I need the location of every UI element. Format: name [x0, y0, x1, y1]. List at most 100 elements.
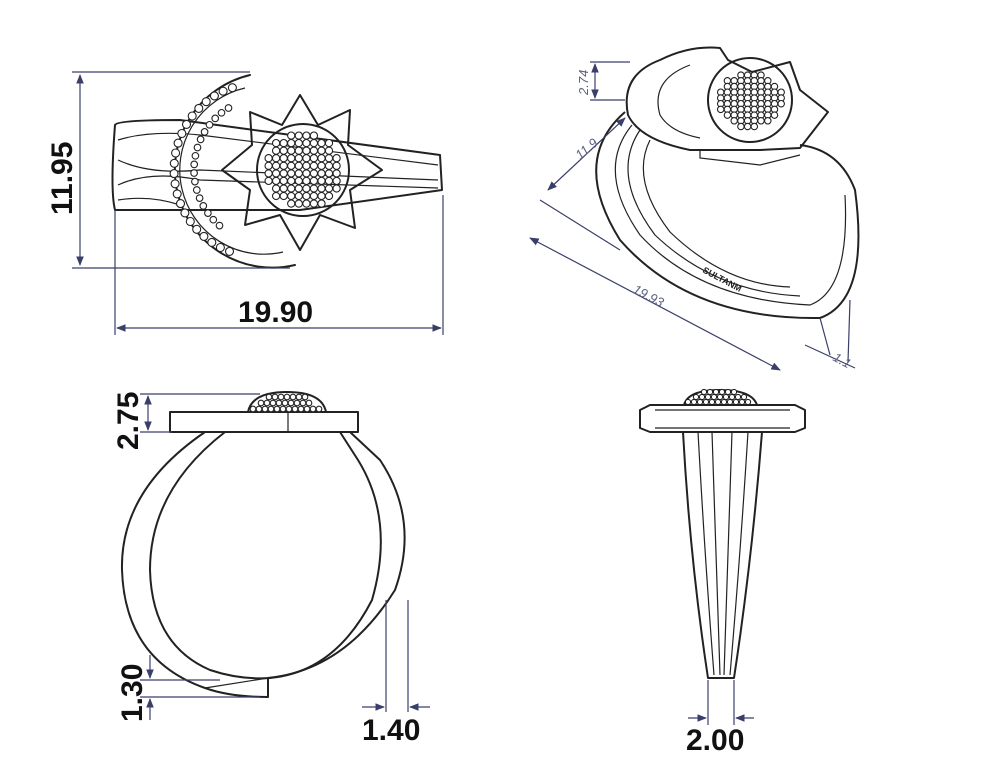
pave-stone: [170, 179, 180, 189]
pave-stone: [287, 169, 296, 178]
iso-head: [625, 46, 829, 166]
pave-stone: [279, 154, 288, 163]
front-crescent: [169, 74, 296, 269]
pave-stone: [302, 176, 311, 186]
pave-stone: [309, 199, 319, 208]
pave-stone: [317, 146, 326, 155]
pave-stone: [271, 184, 281, 193]
pave-stone: [185, 216, 195, 227]
pave-stone: [302, 146, 311, 155]
pave-stone: [287, 176, 296, 186]
pave-stone: [324, 138, 334, 148]
pave-stone: [714, 398, 722, 406]
end-thickness-dimension: 2.00: [686, 680, 754, 757]
pave-stone: [215, 221, 224, 230]
pave-stone: [169, 158, 179, 168]
pave-stone: [324, 191, 334, 201]
pave-stone: [265, 393, 273, 401]
pave-stone: [261, 405, 269, 413]
pave-stone: [309, 176, 319, 186]
pave-stone: [698, 393, 706, 401]
pave-stone: [287, 184, 296, 193]
pave-stone: [299, 399, 307, 407]
pave-stone: [743, 122, 752, 131]
pave-stone: [209, 91, 219, 101]
pave-stone: [302, 191, 311, 201]
pave-stone: [271, 191, 281, 201]
pave-stone: [287, 154, 296, 163]
pave-stone: [279, 146, 288, 155]
pave-stone: [287, 191, 296, 201]
iso-label-c: 19.93: [631, 281, 667, 310]
pave-stone: [271, 176, 281, 186]
pave-stone: [302, 184, 311, 193]
pave-stone: [737, 122, 745, 131]
pave-stone: [294, 199, 303, 208]
pave-stone: [287, 399, 295, 407]
pave-stone: [255, 405, 263, 413]
pave-stone: [271, 393, 279, 401]
pave-stone: [332, 161, 341, 170]
pave-stone: [734, 393, 742, 401]
pave-stone: [195, 194, 204, 202]
side-bottom-label: 1.30: [116, 664, 149, 722]
pave-stone: [277, 393, 285, 401]
pave-stone: [177, 128, 187, 139]
pave-stone: [257, 399, 265, 407]
pave-stone: [271, 169, 281, 178]
pave-stone: [294, 138, 303, 148]
front-height-dimension: 11.95: [46, 71, 290, 269]
pave-stone: [173, 138, 183, 148]
pave-stone: [294, 184, 303, 193]
pave-stone: [702, 398, 710, 406]
pave-stone: [757, 117, 765, 125]
pave-stone: [271, 138, 281, 148]
end-head: [639, 388, 806, 433]
iso-label-a: 2.74: [576, 70, 591, 96]
pave-stone: [271, 154, 281, 163]
pave-stone: [302, 154, 311, 163]
pave-stone: [196, 135, 205, 144]
pave-stone: [309, 131, 319, 140]
pave-stone: [317, 191, 326, 201]
end-thickness-label: 2.00: [686, 724, 744, 757]
pave-stone: [217, 108, 226, 117]
pave-stone: [169, 169, 179, 179]
pave-stone: [309, 405, 317, 413]
pave-stone: [718, 388, 726, 396]
pave-stone: [309, 184, 319, 193]
pave-stone: [175, 199, 186, 209]
pave-stone: [309, 161, 319, 170]
pave-stone: [302, 131, 311, 140]
pave-stone: [294, 131, 303, 140]
pave-stone: [209, 215, 218, 224]
pave-stone: [744, 398, 752, 406]
pave-stone: [281, 399, 289, 407]
pave-stone: [192, 224, 202, 234]
pave-stone: [279, 161, 288, 170]
pave-stone: [191, 177, 199, 186]
side-shank-width-label: 1.40: [362, 714, 420, 747]
pave-stone: [201, 97, 211, 107]
pave-stone: [692, 393, 700, 401]
front-width-label: 19.90: [238, 296, 313, 329]
pave-stone: [302, 169, 311, 178]
pave-stone: [324, 184, 334, 193]
pave-stone: [264, 154, 273, 163]
pave-stone: [279, 169, 288, 178]
pave-stone: [700, 388, 708, 396]
pave-stone: [730, 388, 738, 396]
pave-stone: [738, 398, 746, 406]
pave-stone: [317, 199, 326, 208]
pave-stone: [332, 184, 341, 193]
pave-stone: [204, 209, 212, 217]
pave-stone: [324, 176, 334, 186]
pave-stone: [332, 154, 341, 163]
pave-stone: [309, 146, 319, 155]
pave-stone: [264, 161, 273, 170]
pave-stone: [706, 388, 714, 396]
pave-stone: [732, 398, 740, 406]
pave-stone: [172, 189, 182, 199]
pave-stone: [728, 393, 736, 401]
